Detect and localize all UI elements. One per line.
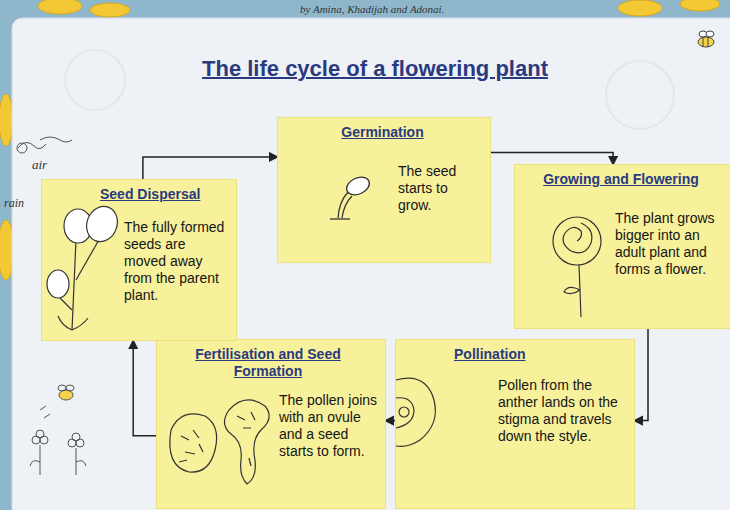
cycle-arrow [634, 328, 648, 421]
cycle-arrow [385, 420, 396, 422]
bee-sketch [40, 385, 74, 418]
stage-box: Seed DispersalThe fully formed seeds are… [42, 180, 236, 340]
diagram-title: The life cycle of a flowering plant [130, 56, 620, 82]
small-flowers [30, 430, 86, 475]
stage-description: The pollen joins with an ovule and a see… [279, 392, 379, 460]
handwritten-note: rain [4, 196, 24, 211]
stage-heading: Seed Dispersal [100, 186, 228, 203]
stage-heading: Growing and Flowering [519, 171, 723, 188]
stage-heading: Germination [282, 124, 483, 141]
cycle-arrow [143, 157, 278, 180]
poster-sheet [12, 18, 730, 510]
stage-heading: Fertilisation and Seed Formation [183, 346, 353, 380]
stage-description: Pollen from the anther lands on the stig… [498, 377, 628, 445]
wind-swirls [17, 137, 72, 153]
handwritten-note: air [32, 157, 47, 173]
stage-box: GerminationThe seed starts to grow. [278, 118, 490, 262]
stage-box: Fertilisation and Seed FormationThe poll… [157, 340, 385, 508]
handwritten-note: by Amina, Khadijah and Adonai. [300, 3, 444, 15]
bee-icon [698, 31, 714, 47]
cycle-arrow [490, 153, 613, 165]
stage-box: PollinationPollen from the anther lands … [396, 340, 634, 508]
cycle-arrow [133, 340, 157, 436]
stage-heading: Pollination [454, 346, 624, 363]
stage-description: The seed starts to grow. [398, 163, 484, 214]
stage-description: The plant grows bigger into an adult pla… [615, 210, 727, 278]
stage-description: The fully formed seeds are moved away fr… [124, 219, 230, 304]
stage-box: Growing and FloweringThe plant grows big… [515, 165, 730, 328]
